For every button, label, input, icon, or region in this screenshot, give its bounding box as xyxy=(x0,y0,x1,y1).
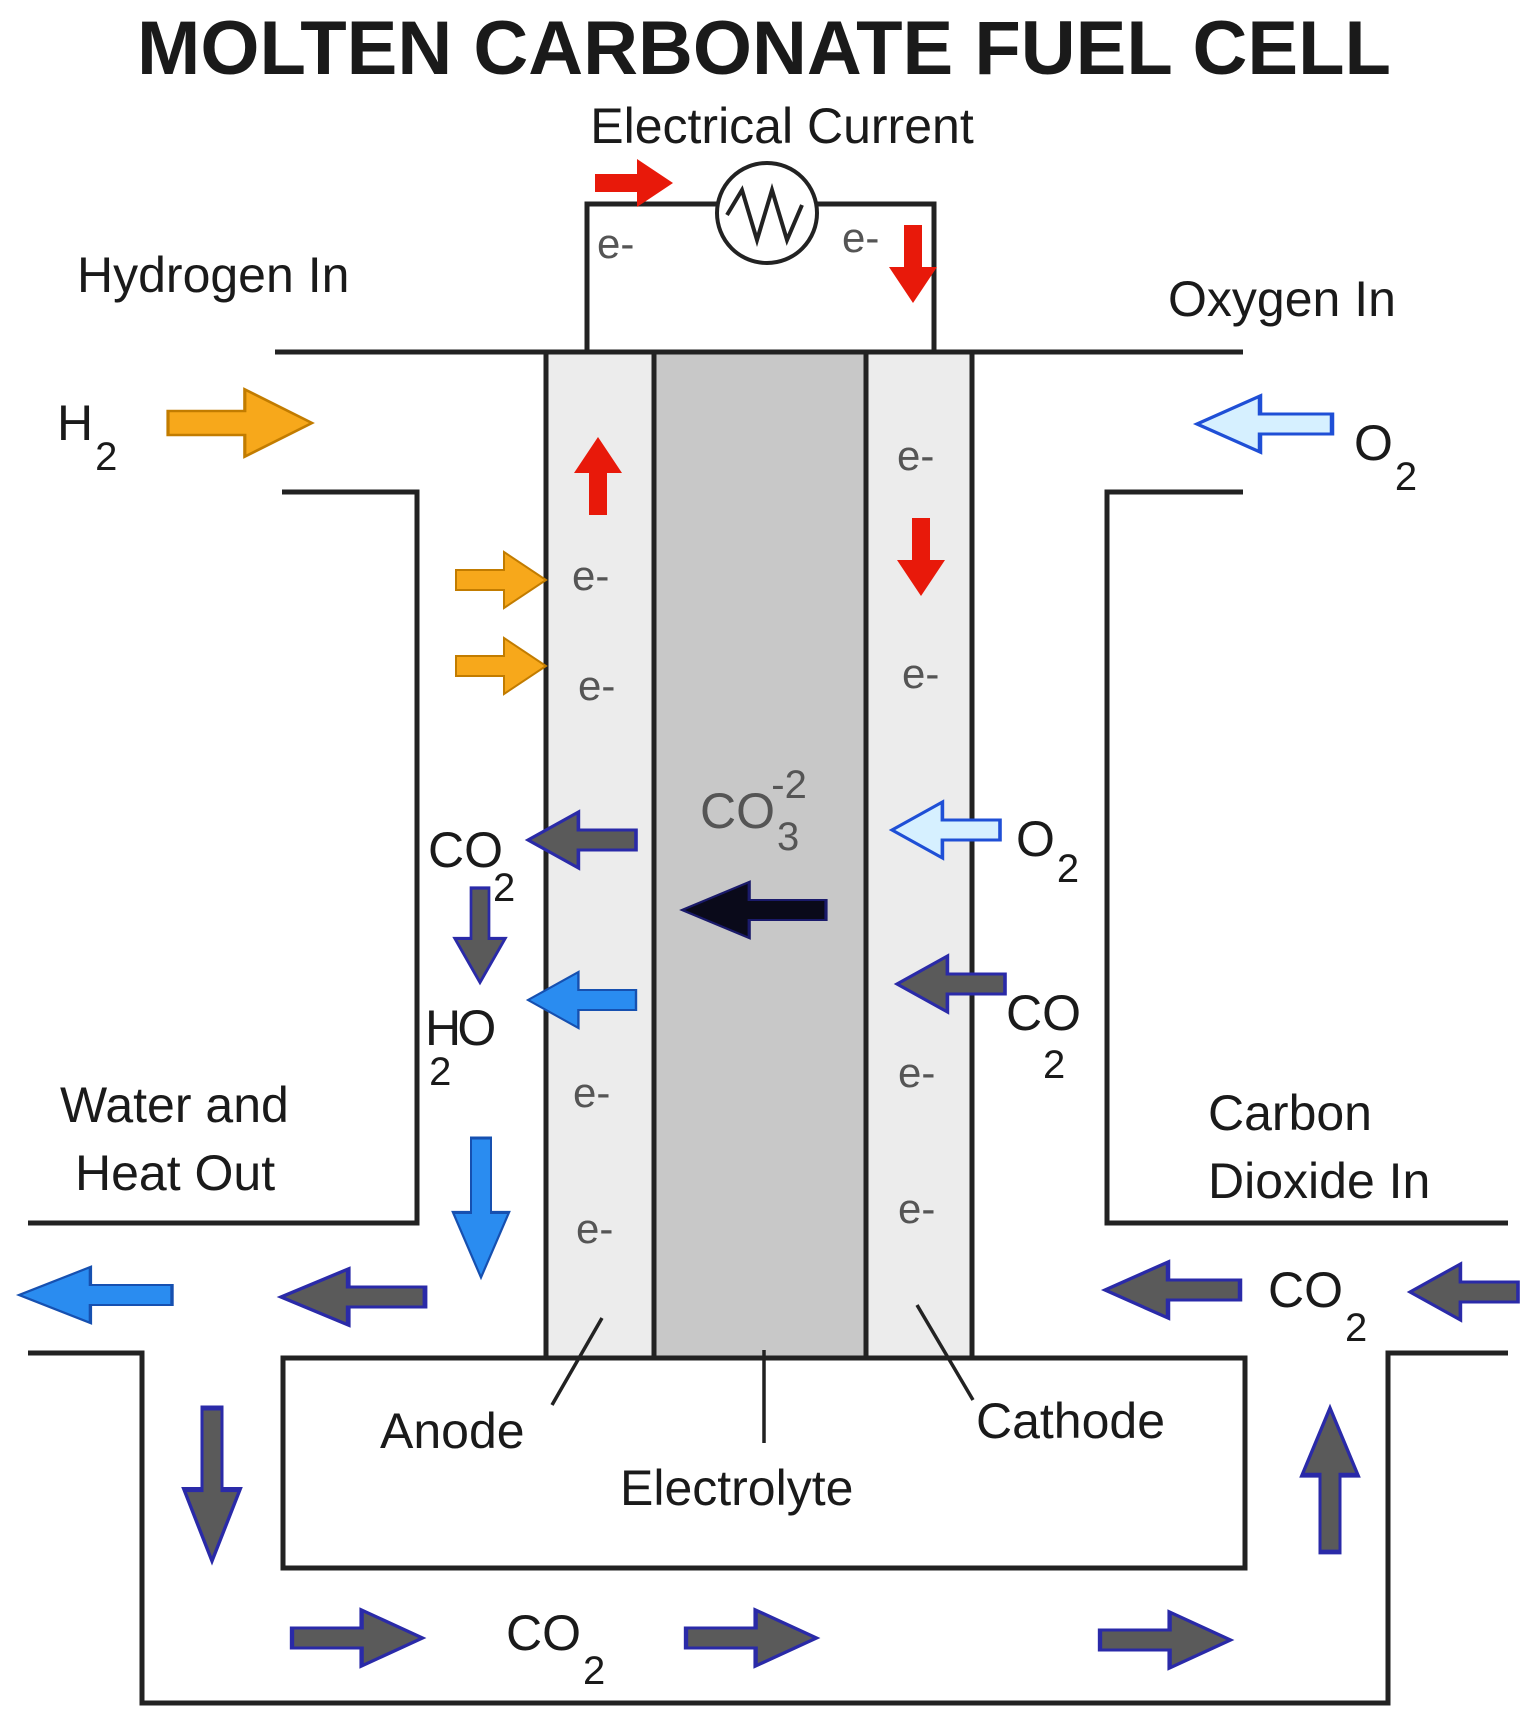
electron-flow-arrow-icon xyxy=(595,159,673,207)
external-circuit xyxy=(584,161,937,350)
electron-label: e- xyxy=(572,552,609,599)
electron-label: e- xyxy=(842,214,879,261)
electrical-current-label: Electrical Current xyxy=(590,98,974,154)
page-title: MOLTEN CARBONATE FUEL CELL xyxy=(137,6,1391,91)
co2-arrow-icon xyxy=(184,1408,240,1561)
water-heat-out-label-line1: Water and xyxy=(60,1077,289,1133)
hydrogen-arrow-icon xyxy=(455,551,547,609)
electron-label: e- xyxy=(578,662,615,709)
water-arrow-icon xyxy=(451,1136,511,1280)
carbon-dioxide-in-label-line1: Carbon xyxy=(1208,1085,1372,1141)
co2-inlet-formula: CO2 xyxy=(1268,1262,1367,1350)
hydrogen-flow-arrows xyxy=(166,387,547,695)
electron-label: e- xyxy=(898,1185,935,1232)
carbon-dioxide-in-label-line2: Dioxide In xyxy=(1208,1153,1430,1209)
electron-label: e- xyxy=(576,1205,613,1252)
electron-label: e- xyxy=(897,432,934,479)
anode-pointer-line xyxy=(550,1317,604,1406)
hydrogen-arrow-icon xyxy=(455,637,547,695)
hydrogen-formula: H2 xyxy=(57,395,117,479)
electron-label: e- xyxy=(898,1049,935,1096)
electron-label: e- xyxy=(902,650,939,697)
resistor-zigzag-icon xyxy=(725,183,804,247)
hydrogen-in-label: Hydrogen In xyxy=(77,247,349,303)
electron-label: e- xyxy=(597,220,634,267)
electrolyte-label: Electrolyte xyxy=(620,1460,853,1516)
co2-arrow-icon xyxy=(686,1610,817,1666)
cathode-label: Cathode xyxy=(976,1393,1165,1449)
co2-arrow-icon xyxy=(1302,1408,1358,1552)
electron-flow-arrow-icon xyxy=(889,225,937,303)
co2-arrow-icon xyxy=(1100,1612,1231,1668)
water-heat-out-label-line2: Heat Out xyxy=(75,1145,275,1201)
carbonate-ion-formula: CO3-2 xyxy=(700,763,807,859)
water-arrow-icon xyxy=(17,1265,174,1325)
anode-label: Anode xyxy=(380,1403,525,1459)
co2-arrow-icon xyxy=(1408,1262,1520,1322)
oxygen-in-label: Oxygen In xyxy=(1168,271,1396,327)
cathode-pointer-line xyxy=(915,1304,975,1401)
co2-recycle-formula: CO2 xyxy=(506,1605,605,1693)
co2-arrow-icon xyxy=(281,1269,425,1325)
oxygen-arrow-icon xyxy=(1197,396,1332,452)
electron-label: e- xyxy=(573,1069,610,1116)
oxygen-inlet-formula: O2 xyxy=(1354,415,1417,499)
hydrogen-arrow-icon xyxy=(166,387,314,459)
cathode-channel-walls xyxy=(1104,489,1508,1226)
electrolyte-layer xyxy=(651,349,869,1361)
co2-arrow-icon xyxy=(292,1610,423,1666)
co2-arrow-icon xyxy=(1105,1262,1240,1318)
oxygen-cathode-formula: O2 xyxy=(1016,811,1079,891)
